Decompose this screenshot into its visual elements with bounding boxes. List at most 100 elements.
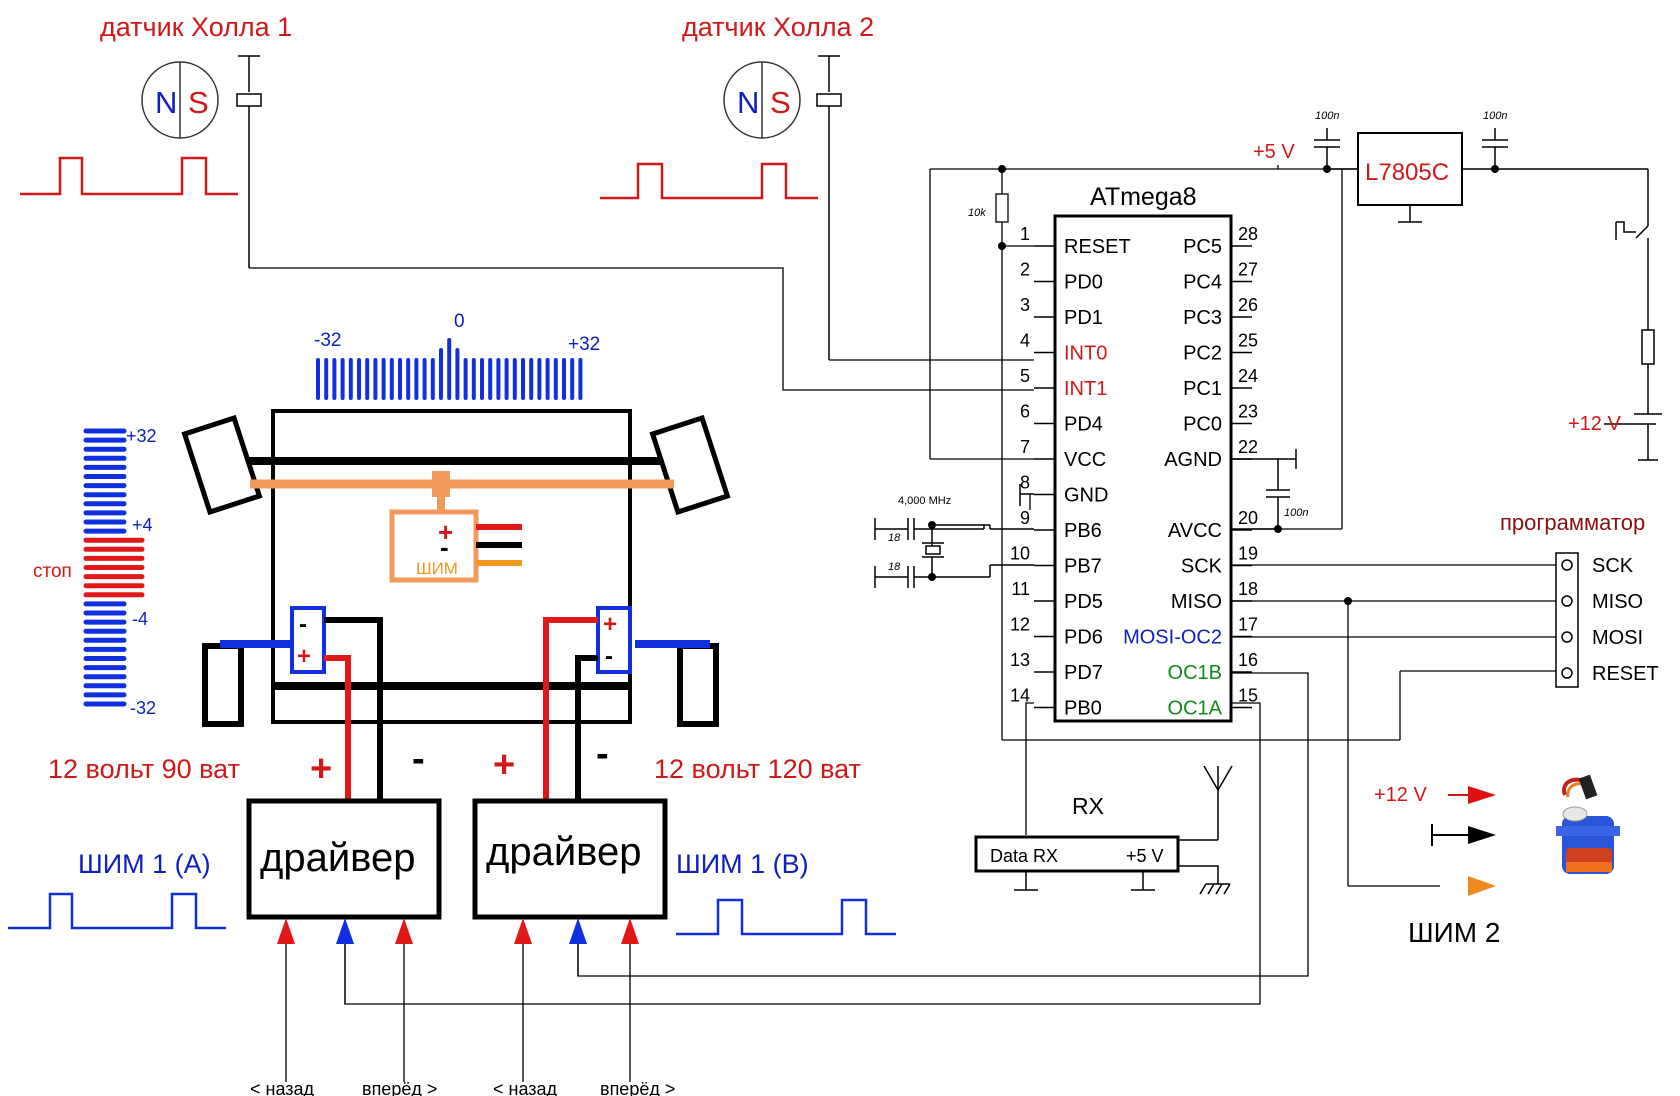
hall-magnet-2: N S [723,61,801,139]
right-motor-terminal [543,606,632,801]
programmer-wires [1231,564,1556,887]
mcu-name: ATmega8 [1090,183,1197,211]
mcu-pin-name: OC1B [1168,662,1222,684]
mcu-pin-name: MISO [1171,591,1222,613]
mcu-pin-number: 9 [1020,508,1030,528]
cap-18-label-2: 18 [888,561,901,573]
mcu-pin-number: 5 [1020,366,1030,386]
mcu-pin-name: PC1 [1183,378,1222,400]
mcu-pin-number: 13 [1010,650,1030,670]
regulator-label: L7805C [1365,159,1449,186]
hall-2-waveform [600,162,818,200]
mcu-pin-number: 14 [1010,686,1030,706]
left-minus: - [412,738,425,780]
agnd-cap [1231,449,1297,530]
driver-b-forward: вперёд > [600,1079,675,1096]
mcu-pin-name: PC2 [1183,343,1222,365]
driver-b-box [472,798,668,920]
mcu-left-pins: 1RESET2PD03PD14INT05INT16PD47VCC8GND9PB6… [1010,224,1131,720]
mcu-pin-number: 28 [1238,224,1258,244]
pwm-a-label: ШИМ 1 (А) [78,849,211,879]
programmer-pin-label: SCK [1592,555,1634,577]
mcu-pin-number: 19 [1238,544,1258,564]
servo-plus: + [438,517,453,547]
left-scale-m4: -4 [132,609,148,629]
left-motor-terminal [290,606,383,801]
right-term-minus: - [605,643,613,670]
driver-a-label: драйвер [260,836,415,880]
programmer-pin-contact [1561,595,1573,607]
mcu-pin-number: 6 [1020,402,1030,422]
right-motor-rating: 12 вольт 120 ват [654,754,861,784]
reg-input-cap [1314,128,1358,170]
mcu-pin-number: 26 [1238,295,1258,315]
crystal-circuit [874,518,1034,588]
programmer-title: программатор [1500,510,1645,535]
pole-n-label: N [737,85,759,120]
mcu-pin-number: 2 [1020,260,1030,280]
mcu-pin-name: INT0 [1064,343,1107,365]
power-switch [1604,221,1662,461]
mcu-pin-number: 20 [1238,508,1258,528]
servo-minus: - [440,532,449,562]
mcu-pin-name: AGND [1164,449,1222,471]
mcu-pin-number: 10 [1010,544,1030,564]
driver-b-label: драйвер [486,830,641,874]
driver-input-arrowhead [514,918,532,944]
mcu-pin-name: PB7 [1064,556,1102,578]
top-scale-max: +32 [568,334,600,355]
mcu-pin-name: AVCC [1168,520,1222,542]
mcu-pin-number: 17 [1238,615,1258,635]
pwm-a-waveform [8,892,226,930]
top-scale-zero: 0 [454,311,465,332]
servo-connections [1431,786,1496,896]
mcu-pin-name: PD1 [1064,307,1103,329]
driver-input-arrowhead [277,918,295,944]
mcu-pin-number: 27 [1238,260,1258,280]
driver-a-forward: вперёд > [362,1079,437,1096]
rx-data-label: Data RX [990,846,1058,866]
left-motor-rating: 12 вольт 90 ват [48,754,240,784]
hall-sensor-2-label: датчик Холла 2 [682,12,874,42]
left-scale-max: +32 [126,426,157,446]
mcu-body [1053,214,1233,723]
mcu-pin-name: PC0 [1183,414,1222,436]
right-term-plus: + [603,611,617,638]
hall-wires [249,267,1034,391]
right-plus: + [493,744,515,786]
hall-sensor-2-symbol [816,55,842,360]
mcu-pin-number: 23 [1238,402,1258,422]
mcu-pin-number: 18 [1238,579,1258,599]
mcu-pin-number: 22 [1238,437,1258,457]
mcu-pin-name: PB6 [1064,520,1102,542]
rx-antenna [1014,765,1233,895]
power-rail [929,165,1556,741]
top-scale-bars [316,338,583,400]
regulator-body [1357,132,1463,206]
mcu-pin-number: 4 [1020,331,1030,351]
driver-input-arrowhead [621,918,639,944]
mcu-pin-name: RESET [1064,236,1131,258]
mcu-pin-number: 12 [1010,615,1030,635]
mcu-pin-name: INT1 [1064,378,1107,400]
servo-v12-label: +12 V [1374,784,1427,806]
mcu-pin-number: 1 [1020,224,1030,244]
mcu-pin-number: 25 [1238,331,1258,351]
programmer-pin-contact [1561,631,1573,643]
steering-servo-box [389,509,522,583]
programmer-connector [1555,552,1579,688]
left-scale-bars [83,428,145,707]
servo-motor-image [1556,774,1620,874]
left-scale-stop: стоп [33,561,72,582]
mcu-pin-name: PD0 [1064,272,1103,294]
right-minus: - [596,733,609,775]
regulator-ground [1398,205,1422,223]
servo-pwm: ШИМ [416,559,458,578]
mcu-pin-name: PD4 [1064,414,1103,436]
mcu-pin-number: 15 [1238,686,1258,706]
rx-title: RX [1072,793,1104,819]
programmer-pin-label: MISO [1592,591,1643,613]
